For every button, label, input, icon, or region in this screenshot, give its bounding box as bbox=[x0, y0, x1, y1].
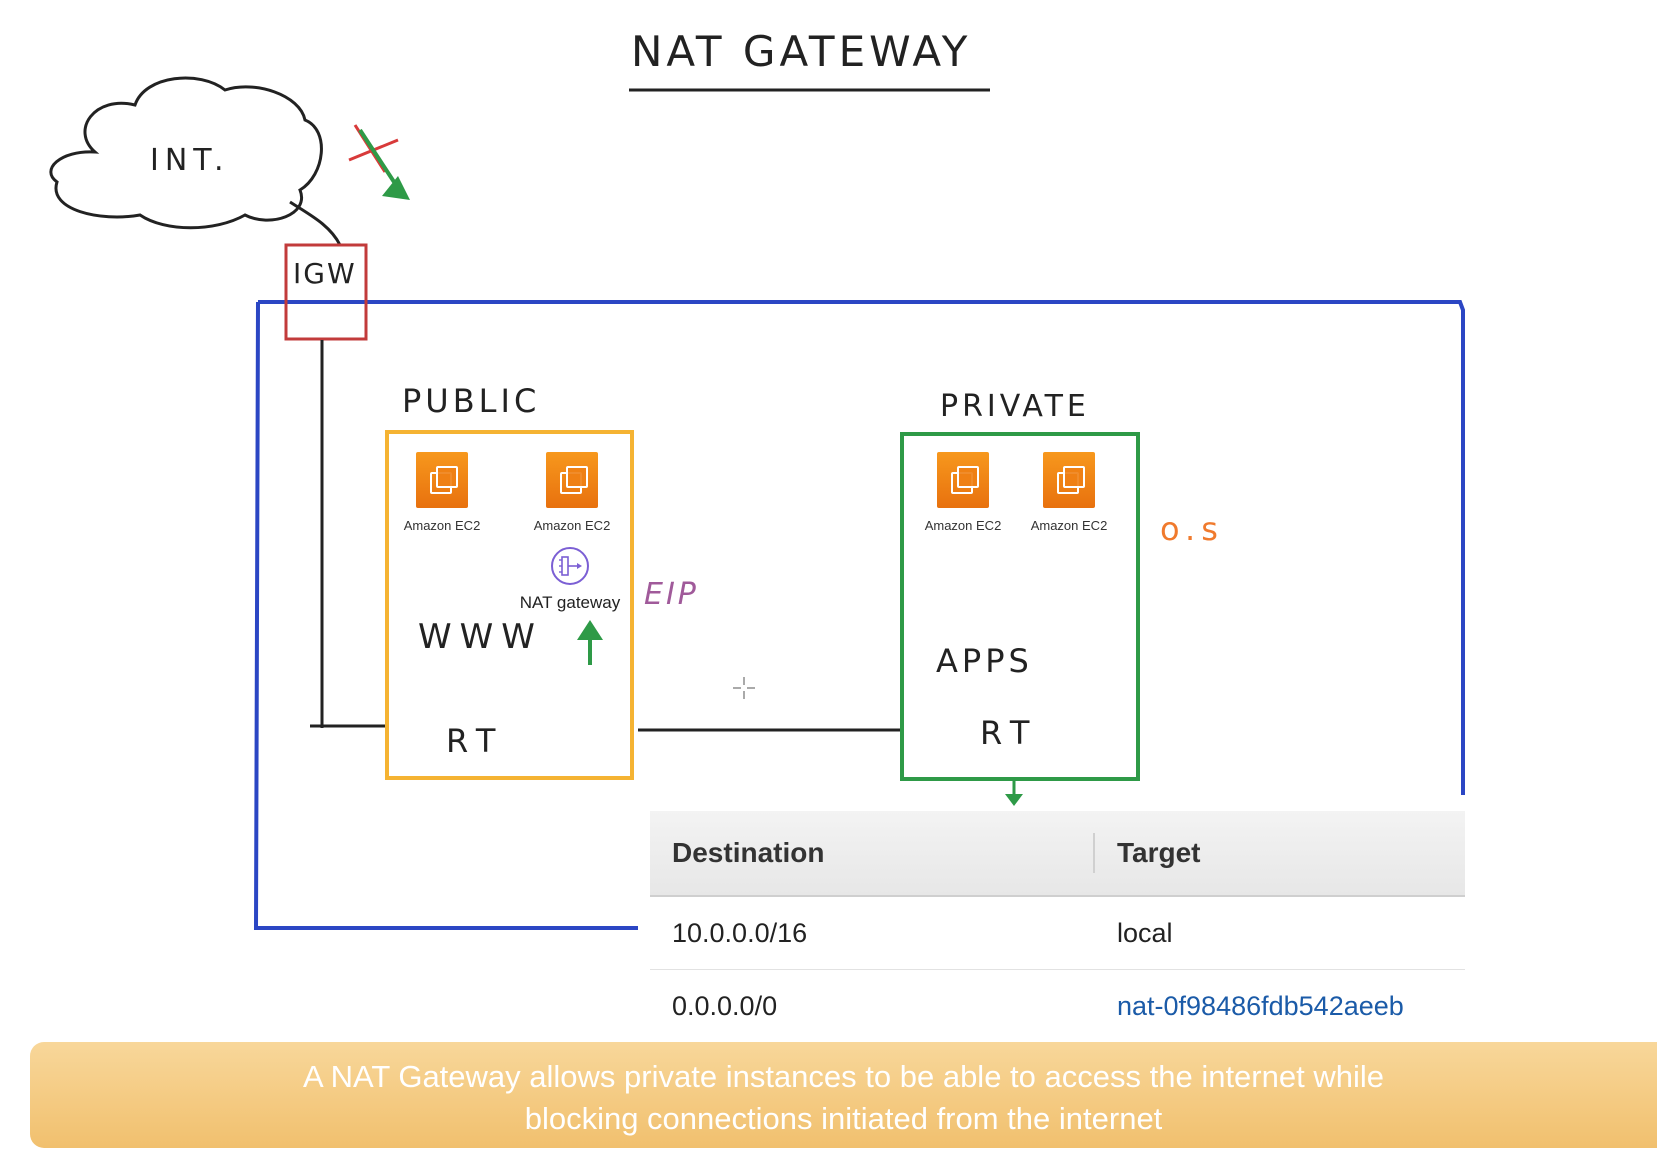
nat-target-link[interactable]: nat-0f98486fdb542aeeb bbox=[1117, 990, 1404, 1021]
crosshair-cursor-icon bbox=[733, 677, 755, 699]
vpc-boundary bbox=[253, 300, 1465, 930]
nat-gateway-icon bbox=[551, 547, 589, 585]
nat-gateway-label: NAT gateway bbox=[519, 593, 621, 612]
table-row: 0.0.0.0/0 nat-0f98486fdb542aeeb bbox=[650, 970, 1465, 1042]
destination-header[interactable]: Destination bbox=[650, 833, 1095, 873]
target-cell: local bbox=[1117, 917, 1173, 948]
caption-line-1: A NAT Gateway allows private instances t… bbox=[303, 1059, 1384, 1094]
private-ec2-2[interactable]: Amazon EC2 bbox=[1009, 452, 1129, 533]
ec2-label: Amazon EC2 bbox=[403, 518, 481, 533]
private-subnet-label: PRIVATE bbox=[940, 389, 1090, 424]
table-row: 10.0.0.0/16 local bbox=[650, 897, 1465, 970]
outbound-arrow-head bbox=[382, 176, 410, 200]
public-www-label: WWW bbox=[418, 617, 543, 657]
eip-label: EIP bbox=[644, 577, 699, 612]
public-subnet-box bbox=[385, 430, 634, 780]
target-header[interactable]: Target bbox=[1117, 837, 1201, 868]
caption-line-2: blocking connections initiated from the … bbox=[524, 1101, 1163, 1136]
public-ec2-2[interactable]: Amazon EC2 bbox=[512, 452, 632, 533]
destination-cell: 10.0.0.0/16 bbox=[672, 917, 808, 948]
route-table: Destination Target 10.0.0.0/16 local 0.0… bbox=[650, 811, 1465, 1042]
route-table-header: Destination Target bbox=[650, 811, 1465, 897]
public-subnet-label: PUBLIC bbox=[402, 382, 540, 420]
ec2-icon bbox=[937, 452, 989, 508]
nat-gateway[interactable]: NAT gateway bbox=[505, 546, 635, 613]
igw-box bbox=[284, 243, 368, 341]
ec2-icon bbox=[1043, 452, 1095, 508]
internet-label: INT. bbox=[150, 143, 230, 178]
private-apps-label: APPS bbox=[936, 642, 1033, 680]
page-title: NAT GATEWAY bbox=[631, 27, 971, 76]
ec2-icon bbox=[416, 452, 468, 508]
nat-up-arrow-head bbox=[577, 620, 603, 640]
private-rt-down-arrow-head bbox=[1005, 794, 1023, 806]
public-rt-label: RT bbox=[446, 722, 505, 760]
private-ec2-1[interactable]: Amazon EC2 bbox=[903, 452, 1023, 533]
cloud-igw-link bbox=[289, 200, 342, 246]
caption-banner: A NAT Gateway allows private instances t… bbox=[30, 1042, 1657, 1148]
destination-cell: 0.0.0.0/0 bbox=[672, 990, 778, 1021]
os-label: o.s bbox=[1160, 510, 1224, 548]
private-rt-label: RT bbox=[980, 714, 1039, 752]
outbound-arrow-line bbox=[358, 128, 400, 190]
ec2-label: Amazon EC2 bbox=[533, 518, 611, 533]
private-subnet-box bbox=[900, 432, 1140, 781]
ec2-icon bbox=[546, 452, 598, 508]
igw-label: IGW bbox=[293, 257, 357, 290]
ec2-label: Amazon EC2 bbox=[1030, 518, 1108, 533]
public-ec2-1[interactable]: Amazon EC2 bbox=[382, 452, 502, 533]
ec2-label: Amazon EC2 bbox=[924, 518, 1002, 533]
internet-cloud-icon bbox=[49, 76, 323, 230]
